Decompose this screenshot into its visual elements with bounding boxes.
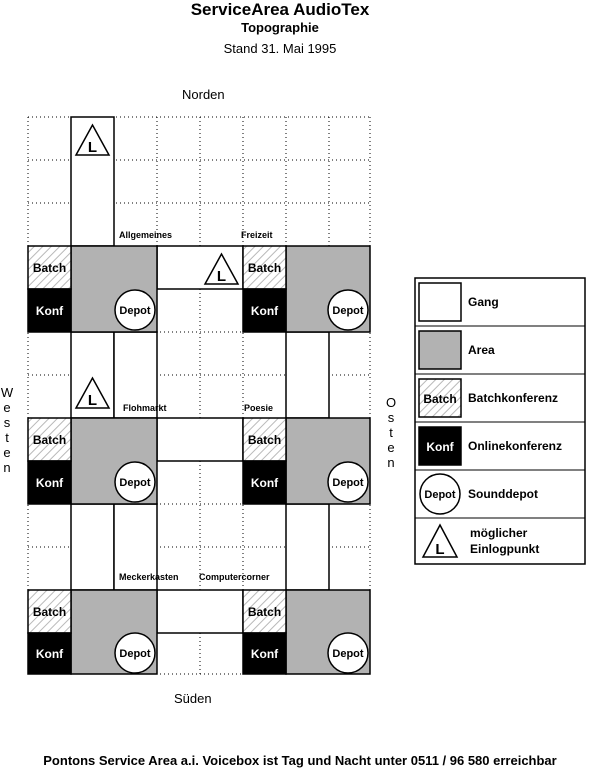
- konf-label: Konf: [251, 304, 279, 318]
- area-name: Flohmarkt: [123, 403, 167, 413]
- legend-depot-symbol: [419, 473, 461, 515]
- batch-label: Batch: [33, 605, 66, 619]
- topography-map: Batch Batch Batch Batch Batch Batch Konf…: [27, 116, 586, 675]
- corridor-v2-c: [285, 503, 330, 591]
- sound-depot: [327, 289, 369, 331]
- konf-label: Konf: [251, 476, 279, 490]
- login-point-icon: [74, 123, 111, 156]
- legend-konf-swatch: [418, 426, 462, 466]
- legend-label-login-1: möglicher: [470, 526, 528, 540]
- corridor-v2-a: [70, 503, 115, 591]
- legend-konf-symbol-text: Konf: [426, 440, 454, 454]
- konf-label: Konf: [36, 304, 64, 318]
- corridor-row2-middle: [156, 417, 244, 462]
- corridor-v1-c: [285, 331, 330, 419]
- batch-conference-cell: [27, 245, 72, 290]
- sound-depot: [327, 632, 369, 674]
- depot-label: Depot: [119, 305, 151, 317]
- legend-label-area: Area: [468, 343, 495, 357]
- legend-batch-swatch: [418, 378, 462, 418]
- depot-label: Depot: [332, 648, 364, 660]
- login-glyph: L: [217, 268, 226, 285]
- batch-label: Batch: [248, 605, 281, 619]
- legend-label-login-2: Einlogpunkt: [470, 542, 539, 556]
- page-date: Stand 31. Mai 1995: [223, 41, 337, 56]
- corridor-v2-b: [113, 503, 158, 591]
- legend-login-symbol-text: L: [435, 541, 444, 558]
- legend-login-icon: [421, 523, 459, 558]
- legend-batch-symbol-text: Batch: [423, 392, 456, 406]
- sound-depot: [114, 461, 156, 503]
- online-conference-cell: [27, 632, 72, 675]
- konf-label: Konf: [36, 476, 64, 490]
- depot-label: Depot: [119, 648, 151, 660]
- compass-north: Norden: [182, 87, 225, 102]
- batch-conference-cell: [242, 245, 287, 290]
- depot-label: Depot: [119, 477, 151, 489]
- online-conference-cell: [27, 288, 72, 333]
- area-name: Meckerkasten: [119, 572, 179, 582]
- konf-label: Konf: [251, 647, 279, 661]
- page-subtitle: Topographie: [241, 20, 319, 35]
- batch-label: Batch: [248, 261, 281, 275]
- legend-area-swatch: [418, 330, 462, 370]
- konf-label: Konf: [36, 647, 64, 661]
- footer-note: Pontons Service Area a.i. Voicebox ist T…: [43, 753, 557, 768]
- corridor-row3-middle: [156, 589, 244, 634]
- online-conference-cell: [242, 632, 287, 675]
- sound-depot: [327, 461, 369, 503]
- login-point-icon: [74, 376, 111, 409]
- batch-label: Batch: [33, 433, 66, 447]
- login-glyph: L: [88, 392, 97, 409]
- compass-south: Süden: [174, 691, 212, 706]
- legend-label-depot: Sounddepot: [468, 487, 538, 501]
- legend-label-gang: Gang: [468, 295, 499, 309]
- login-point-icon: [203, 252, 240, 285]
- area-name: Allgemeines: [119, 230, 172, 240]
- legend-gang-swatch: [418, 282, 462, 322]
- page-title: ServiceArea AudioTex: [190, 0, 370, 19]
- login-glyph: L: [88, 139, 97, 156]
- depot-label: Depot: [332, 477, 364, 489]
- area-name: Poesie: [244, 403, 273, 413]
- batch-conference-cell: [27, 417, 72, 462]
- legend-label-batch: Batchkonferenz: [468, 391, 558, 405]
- sound-depot: [114, 289, 156, 331]
- legend: Batch Konf Depot L Gang Area Batchkonfer…: [414, 277, 586, 565]
- area-name: Computercorner: [199, 572, 270, 582]
- legend-label-konf: Onlinekonferenz: [468, 439, 562, 453]
- online-conference-cell: [27, 460, 72, 505]
- sound-depot: [114, 632, 156, 674]
- online-conference-cell: [242, 460, 287, 505]
- legend-depot-symbol-text: Depot: [424, 489, 456, 501]
- depot-label: Depot: [332, 305, 364, 317]
- area-name: Freizeit: [241, 230, 273, 240]
- online-conference-cell: [242, 288, 287, 333]
- batch-label: Batch: [248, 433, 281, 447]
- batch-label: Batch: [33, 261, 66, 275]
